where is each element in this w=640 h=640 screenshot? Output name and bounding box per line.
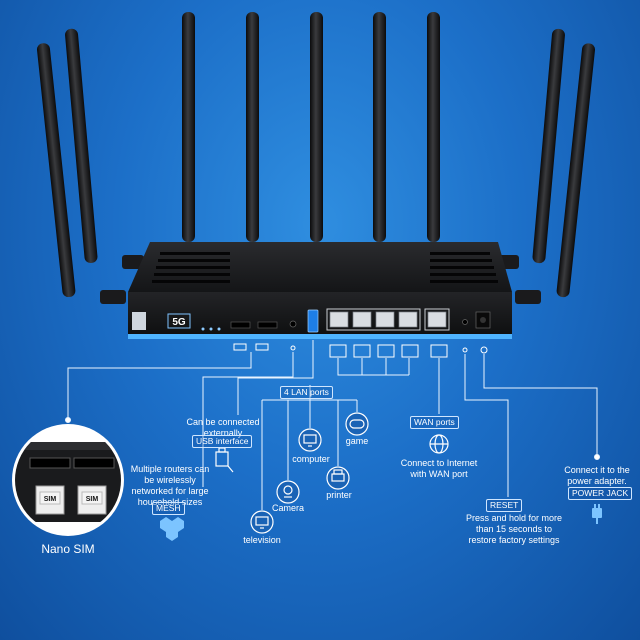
printer-label: printer — [326, 490, 352, 500]
camera-icon — [276, 480, 300, 504]
antenna — [427, 12, 440, 242]
antenna — [532, 28, 565, 264]
antenna — [65, 28, 98, 264]
sim-slot — [230, 321, 251, 329]
mesh-tag: MESH — [152, 502, 185, 515]
wan-tag: WAN ports — [410, 416, 459, 429]
wan-description: Connect to Internet with WAN port — [400, 458, 478, 479]
sim-slot — [257, 321, 278, 329]
5g-badge — [167, 313, 191, 329]
computer-icon — [298, 428, 322, 452]
camera-label: Camera — [271, 503, 304, 513]
nano-sim-zoom: SIM SIM Nano SIM — [12, 424, 124, 556]
antenna — [556, 43, 596, 298]
printer-icon — [326, 466, 350, 490]
television-label: television — [243, 535, 281, 545]
antenna — [182, 12, 195, 242]
antenna — [310, 12, 323, 242]
computer-label: computer — [292, 454, 330, 464]
reset-description: Press and hold for more than 15 seconds … — [465, 513, 563, 545]
power-plug-icon — [592, 504, 602, 524]
lan-ports — [329, 311, 418, 328]
usb-tag: USB interface — [192, 435, 253, 448]
television-icon — [250, 510, 274, 534]
logo-mark — [132, 312, 146, 330]
leader-lines — [65, 340, 600, 510]
nano-sim-label: Nano SIM — [41, 542, 94, 556]
usb-description: Can be connected externally — [186, 417, 260, 438]
antenna — [246, 12, 259, 242]
vents — [152, 252, 498, 283]
wan-port — [427, 311, 447, 328]
sim-card-label: SIM — [44, 496, 57, 503]
power-tag: POWER JACK — [568, 487, 633, 500]
mesh-button — [289, 320, 297, 328]
reset-hole — [462, 319, 468, 325]
router-body: 5G — [128, 242, 512, 339]
usb-port — [307, 309, 319, 333]
accent-strip — [128, 334, 512, 339]
antenna — [36, 43, 76, 298]
lan-tag: 4 LAN ports — [280, 386, 333, 399]
lan-housing — [326, 308, 421, 331]
port-pictograms — [233, 343, 488, 358]
reset-tag: RESET — [486, 499, 523, 512]
sim-card-label: SIM — [86, 496, 99, 503]
antennas — [36, 12, 596, 304]
globe-icon — [429, 434, 449, 454]
antenna — [373, 12, 386, 242]
game-icon — [345, 412, 369, 436]
5g-badge-text: 5G — [172, 317, 186, 328]
power-description: Connect it to the power adapter. — [564, 465, 630, 486]
game-label: game — [345, 436, 369, 446]
usb-icon — [215, 447, 234, 473]
mesh-icon — [160, 517, 184, 541]
